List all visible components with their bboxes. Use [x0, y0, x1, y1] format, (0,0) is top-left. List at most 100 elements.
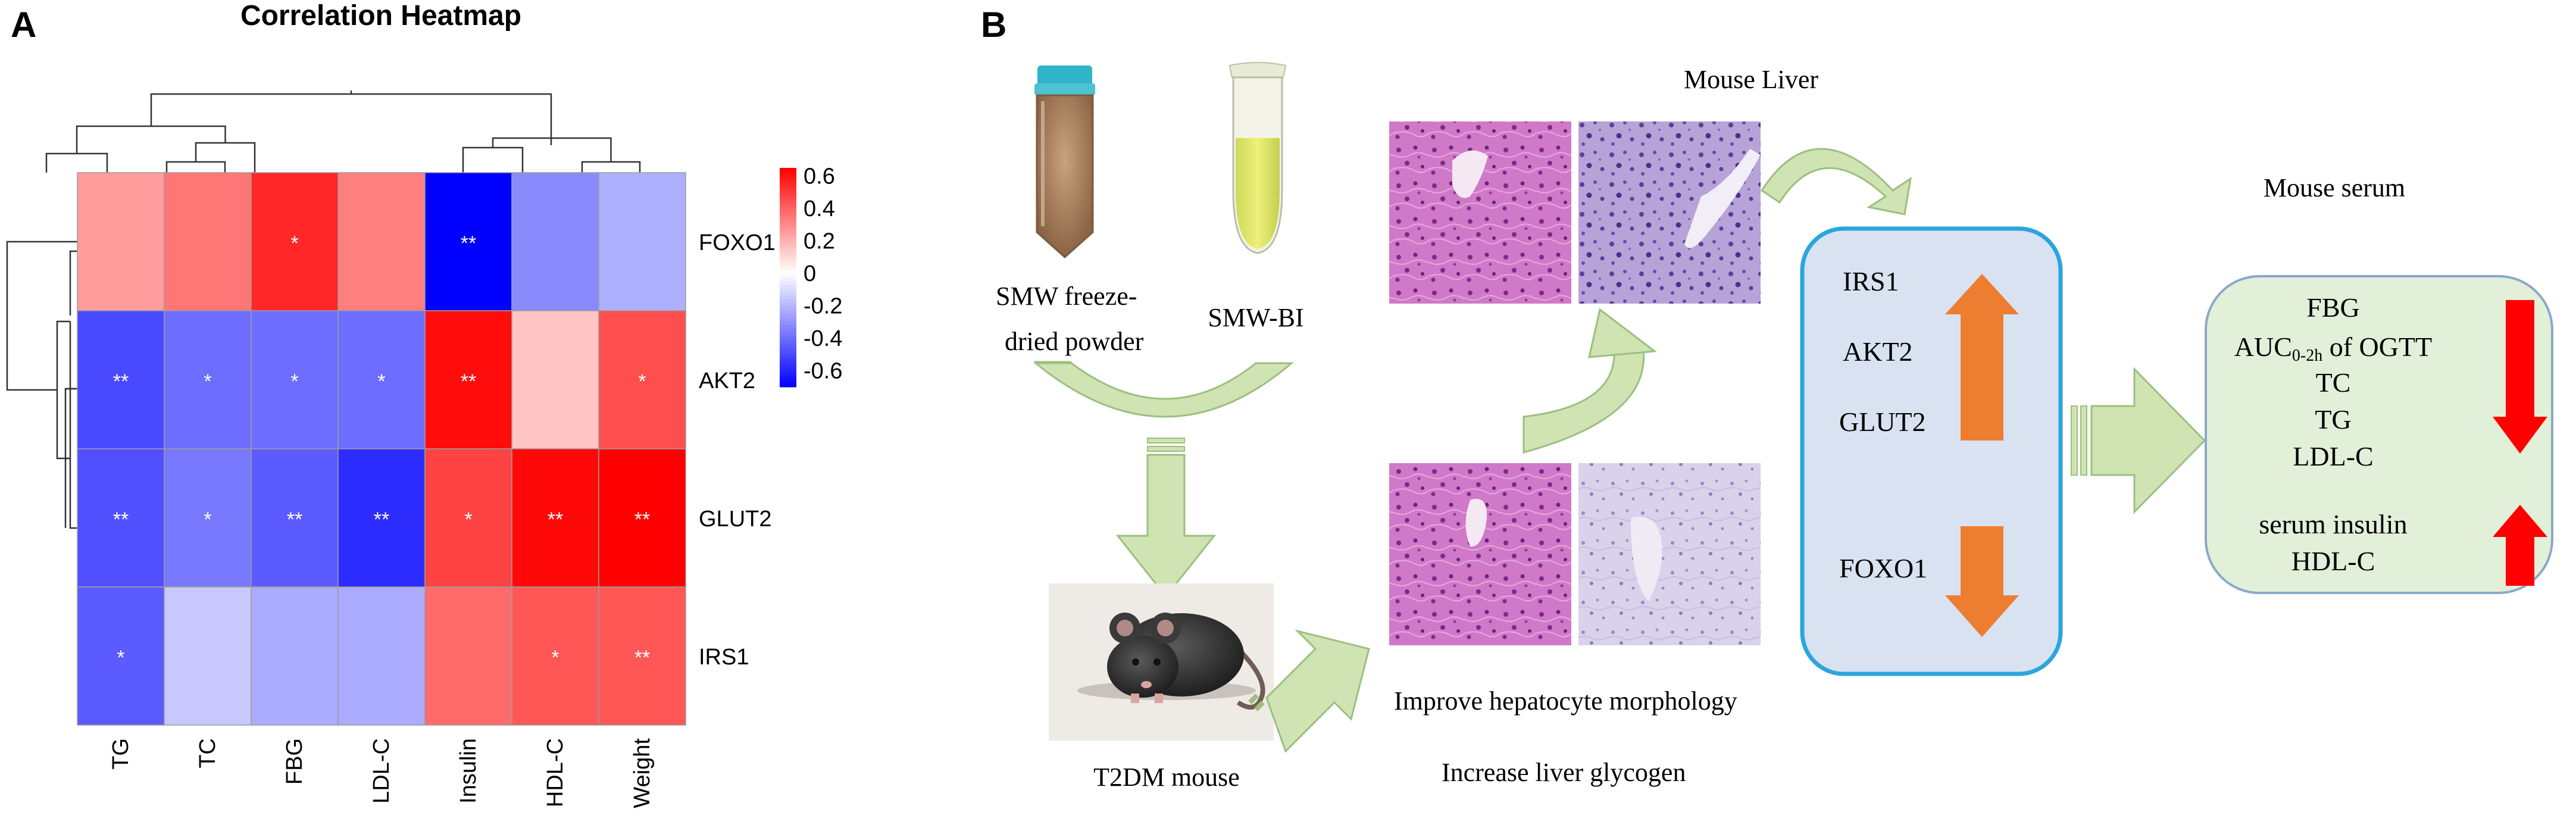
heatmap-title: Correlation Heatmap: [240, 0, 521, 32]
heatmap-cell-glut2-tc: [164, 448, 252, 588]
column-label-fbg: FBG: [282, 738, 307, 785]
heatmap-cell-irs1-insulin: [424, 586, 512, 726]
down-regulation-arrow: [1945, 526, 2019, 637]
colorbar-segment: [780, 372, 796, 377]
colorbar-segment: [780, 292, 796, 296]
significance-mark: *: [551, 647, 559, 669]
smw-bi-label: SMW-BI: [1208, 303, 1303, 332]
colorbar-segment: [780, 302, 796, 307]
significance-mark: *: [290, 370, 298, 393]
heatmap-cell-foxo1-hdl-c: [511, 172, 599, 311]
significance-mark: **: [287, 508, 302, 531]
serum-insulin: serum insulin: [2259, 509, 2407, 539]
colorbar-tick-label: 0.6: [804, 164, 835, 189]
colorbar-segment: [780, 321, 796, 326]
serum-box: FBG AUC0-2h of OGTT TC TG LDL-C serum in…: [2205, 275, 2553, 594]
heatmap-significance-marks: ***************************: [113, 232, 650, 669]
colorbar-segment: [780, 218, 796, 223]
colorbar-segment: [780, 383, 796, 388]
colorbar-segment: [780, 230, 796, 234]
smw-bi-tube-image: [1211, 62, 1305, 261]
heatmap-cell-irs1-weight: [598, 586, 686, 726]
colorbar-segment: [780, 339, 796, 343]
heatmap-cell-akt2-fbg: [251, 310, 339, 449]
liver-glycogen-label: Increase liver glycogen: [1442, 758, 1686, 787]
colorbar-segment: [780, 175, 796, 179]
heatmap-cell-akt2-tc: [164, 310, 252, 449]
serum-hdl-c: HDL-C: [2291, 546, 2375, 576]
liver-pas-top-image: [1578, 121, 1761, 304]
colorbar-segment: [780, 233, 796, 238]
column-dendrogram: [45, 90, 641, 173]
significance-mark: *: [464, 508, 472, 531]
improve-morphology-label: Improve hepatocyte morphology: [1394, 686, 1737, 716]
colorbar-segment: [780, 307, 796, 311]
heatmap-cell-foxo1-fbg: [251, 172, 339, 311]
significance-mark: *: [117, 647, 124, 669]
significance-mark: **: [113, 370, 129, 393]
colorbar-tick-label: -0.2: [804, 294, 842, 319]
colorbar-segment: [780, 237, 796, 242]
colorbar-segment: [780, 317, 796, 322]
down-arrow-to-mouse: [1115, 438, 1217, 598]
colorbar-tick-label: 0.2: [804, 229, 835, 254]
colorbar-segment: [780, 226, 796, 230]
serum-tg: TG: [2315, 404, 2351, 435]
smw-powder-tube-image: [1021, 62, 1115, 261]
colorbar-segment: [780, 252, 796, 256]
colorbar-segment: [780, 244, 796, 249]
colorbar-segment: [780, 295, 796, 300]
colorbar-segment: [780, 215, 796, 220]
arrow-mouse-to-liver: [1248, 629, 1370, 753]
colorbar-segment: [780, 336, 796, 340]
heatmap-cell-glut2-hdl-c: [511, 448, 599, 588]
significance-mark: *: [377, 370, 385, 393]
heatmap-cell-foxo1-tg: [77, 172, 165, 311]
heatmap-cell-irs1-tg: [77, 586, 165, 726]
gene-akt2: AKT2: [1843, 336, 1913, 367]
column-label-hdl-c: HDL-C: [543, 738, 568, 807]
colorbar-segment: [780, 201, 796, 205]
heatmap-cell-foxo1-insulin: [424, 172, 512, 311]
column-label-weight: Weight: [630, 738, 655, 808]
colorbar-segment: [780, 182, 796, 187]
significance-mark: *: [290, 232, 298, 255]
panel-b-diagram: B SMW freeze- dried powder SMW-BI: [981, 5, 2553, 792]
panel-a-label: A: [11, 5, 36, 45]
colorbar-segment: [780, 255, 796, 260]
colorbar-segment: [780, 314, 796, 318]
colorbar-segment: [780, 273, 796, 278]
liver-pas-bottom-image: [1578, 463, 1761, 645]
gene-glut2: GLUT2: [1839, 407, 1926, 437]
significance-mark: *: [638, 370, 646, 393]
colorbar-segment: [780, 376, 796, 380]
colorbar-segment: [780, 266, 796, 271]
colorbar-segment: [780, 328, 796, 333]
colorbar-segment: [780, 208, 796, 213]
colorbar-segment: [780, 211, 796, 216]
t2dm-label: T2DM mouse: [1093, 763, 1240, 792]
colorbar-segment: [780, 248, 796, 252]
row-label-irs1: IRS1: [699, 645, 749, 670]
liver-improve-curved-arrow: [1523, 308, 1657, 454]
serum-auc: AUC0-2h of OGTT: [2234, 332, 2432, 365]
heatmap-cell-irs1-hdl-c: [511, 586, 599, 726]
serum-up-arrow: [2493, 505, 2547, 586]
colorbar-tick-label: 0.4: [804, 196, 835, 221]
significance-mark: **: [461, 232, 476, 255]
colorbar: 0.60.40.20-0.2-0.4-0.6: [780, 164, 842, 388]
heatmap-cell-glut2-ldl-c: [337, 448, 426, 588]
colorbar-segment: [780, 189, 796, 194]
colorbar-segment: [780, 350, 796, 355]
colorbar-tick-label: 0: [804, 261, 816, 286]
panel-a-heatmap: A Correlation Heatmap: [6, 0, 842, 808]
colorbar-segment: [780, 204, 796, 209]
heatmap-cell-akt2-hdl-c: [511, 310, 599, 449]
colorbar-tick-label: -0.6: [804, 359, 842, 384]
significance-mark: **: [461, 370, 476, 393]
heatmap-cell-irs1-ldl-c: [337, 586, 426, 726]
significance-mark: *: [204, 508, 211, 531]
column-label-ldl-c: LDL-C: [369, 738, 394, 804]
